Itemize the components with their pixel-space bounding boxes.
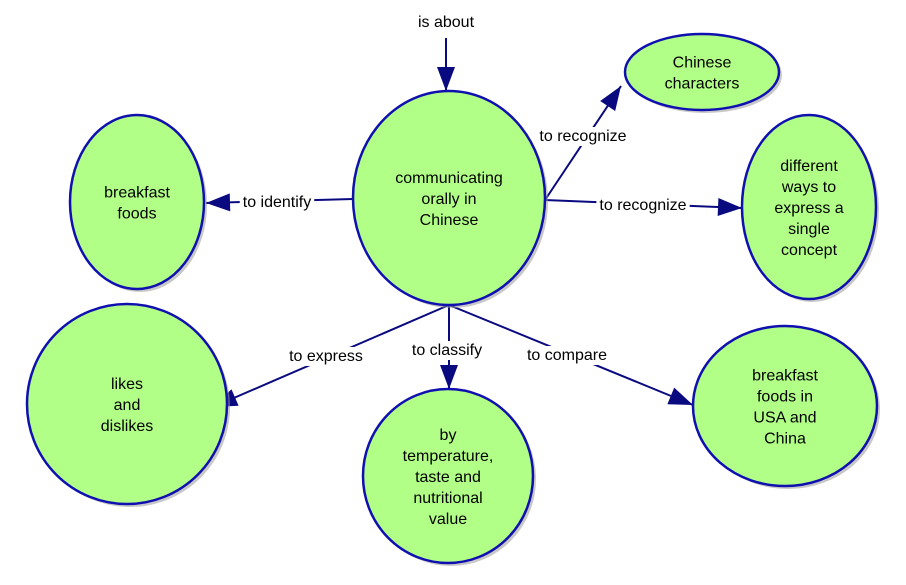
link-label-text: to classify — [412, 342, 482, 359]
arrow-icon-chars — [600, 86, 621, 111]
is-about-link-label[interactable]: is about — [414, 13, 478, 32]
node-label-line: communicating — [395, 170, 503, 187]
node-label-line: express a — [774, 200, 843, 217]
arrow-icon-breakfast — [206, 193, 231, 212]
node-label: likes and dislikes — [101, 376, 153, 435]
link-label-text: to compare — [527, 347, 607, 364]
labels-layer: is about to recognize to recognize to ident… — [239, 13, 690, 366]
arrow-icon-classify — [440, 365, 458, 389]
node-label-line: orally in — [421, 191, 476, 208]
node-label-line: Chinese — [420, 212, 479, 229]
link-label-chars[interactable]: to recognize — [536, 127, 630, 146]
node-label-line: dislikes — [101, 418, 153, 435]
concept-node-ways[interactable]: different ways to express a single concept — [740, 113, 879, 302]
node-ellipse — [351, 89, 547, 307]
link-label-text: to recognize — [539, 128, 626, 145]
node-ellipse — [361, 387, 535, 565]
arrow-icon-ways — [717, 198, 742, 217]
node-ellipse — [68, 113, 206, 291]
node-label-line: taste and — [415, 469, 481, 486]
node-label-line: nutritional — [413, 490, 482, 507]
node-ellipse — [623, 32, 781, 112]
link-label-compare[interactable]: to compare — [523, 346, 611, 365]
link-label-background — [596, 196, 690, 215]
node-label: different ways to express a single concept — [774, 158, 843, 259]
node-label: Chinese characters — [665, 55, 740, 93]
node-label: breakfast foods — [104, 185, 170, 223]
node-ellipse — [691, 324, 879, 488]
link-label-ways[interactable]: to recognize — [596, 196, 690, 215]
link-label-text: to recognize — [599, 197, 686, 214]
node-ellipse — [740, 113, 878, 301]
node-label-line: Chinese — [673, 55, 732, 72]
arrow-icon-compare — [667, 387, 693, 405]
link-label-background — [523, 346, 611, 365]
link-label-likes[interactable]: to express — [286, 347, 366, 366]
node-label-line: breakfast — [104, 185, 170, 202]
link-label-background — [239, 193, 315, 212]
node-label-line: characters — [665, 76, 740, 93]
node-label-line: different — [780, 158, 838, 175]
concept-node-central[interactable]: communicating orally in Chinese — [351, 89, 548, 308]
node-label-line: concept — [781, 242, 838, 259]
link-label-text: to identify — [243, 194, 311, 211]
node-label-line: by — [440, 427, 457, 444]
node-label: by temperature, taste and nutritional value — [403, 427, 494, 528]
concept-node-chars[interactable]: Chinese characters — [623, 32, 782, 113]
node-label-line: China — [764, 431, 806, 448]
concept-node-classify[interactable]: by temperature, taste and nutritional value — [361, 387, 536, 566]
link-label-breakfast[interactable]: to identify — [239, 193, 315, 212]
link-label-background — [408, 341, 486, 360]
node-label-line: ways to — [781, 179, 836, 196]
link-label-text: to express — [289, 348, 363, 365]
node-label-line: foods in — [757, 389, 813, 406]
link-label-background — [286, 347, 366, 366]
is-about-arrow-icon — [437, 67, 455, 91]
node-label-line: USA and — [753, 410, 816, 427]
node-label-line: breakfast — [752, 368, 818, 385]
concept-node-likes[interactable]: likes and dislikes — [25, 302, 230, 507]
node-label-line: likes — [111, 376, 143, 393]
node-label-line: single — [788, 221, 830, 238]
link-label-classify[interactable]: to classify — [408, 341, 486, 360]
node-label: communicating orally in Chinese — [395, 170, 503, 229]
link-label-text: is about — [418, 14, 475, 31]
link-label-background — [536, 127, 630, 146]
node-ellipse — [25, 302, 229, 506]
concept-node-breakfast[interactable]: breakfast foods — [68, 113, 207, 292]
node-label-line: temperature, — [403, 448, 494, 465]
node-label-line: value — [429, 511, 467, 528]
link-label-background — [414, 13, 478, 32]
node-label-line: foods — [117, 206, 156, 223]
node-label-line: and — [114, 397, 141, 414]
